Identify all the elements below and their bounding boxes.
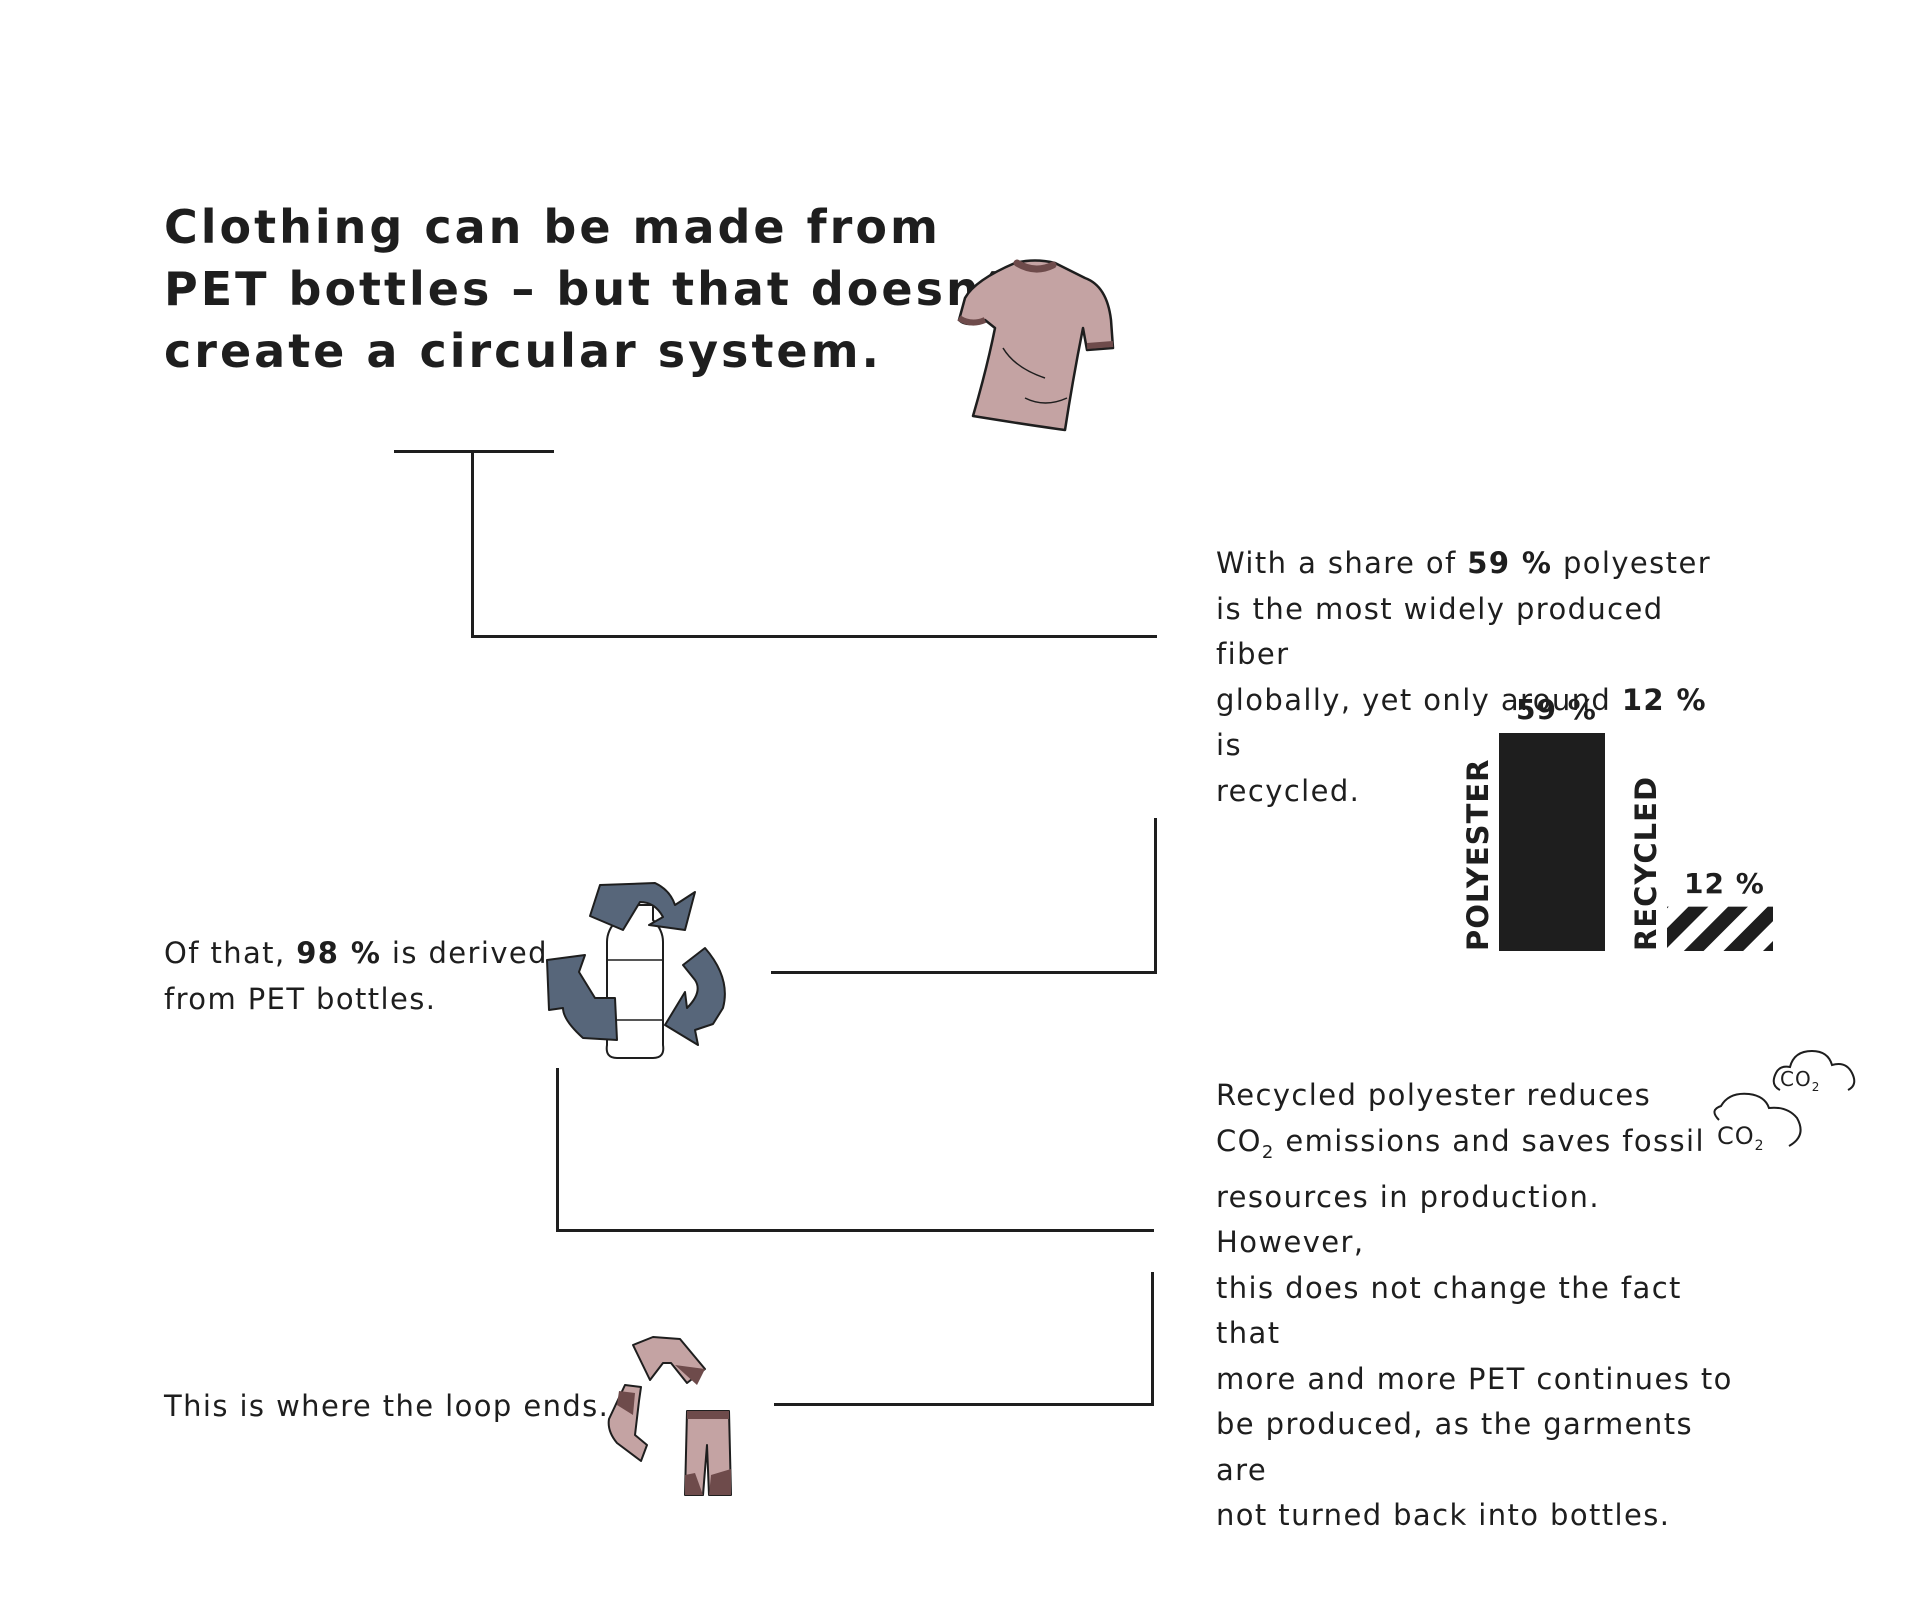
text-fragment: CO	[1780, 1067, 1812, 1091]
recycle-bottle-icon	[546, 882, 726, 1059]
text-line: recycled.	[1216, 773, 1361, 808]
connector-mid-horizontal	[771, 971, 1157, 974]
subscript: 2	[1811, 1080, 1821, 1094]
pet-origin-text: Of that, 98 % is derived from PET bottle…	[164, 931, 564, 1022]
connector-bottom-horizontal	[774, 1403, 1154, 1406]
recycled-polyester-text: Recycled polyester reduces CO2 emissions…	[1216, 1073, 1736, 1539]
loop-ends-text: This is where the loop ends.	[164, 1384, 610, 1430]
co2-cloud-icon: CO2	[1770, 1045, 1858, 1095]
connector-mid-vertical	[1154, 818, 1157, 974]
connector-lower-vertical	[556, 1068, 559, 1232]
co2-label: CO2	[1717, 1122, 1765, 1154]
text-fragment: is	[1216, 728, 1242, 762]
fiber-share-chart: 59 % 12 % POLYESTER RECYCLED	[1440, 680, 1780, 980]
text-fragment: is derived	[381, 936, 548, 970]
bar-polyester	[1499, 733, 1605, 951]
title-line-3: create a circular system.	[164, 324, 883, 378]
text-line: resources in production. However,	[1216, 1179, 1600, 1260]
recycled-share-value: 12 %	[1621, 682, 1707, 717]
text-fragment: globally, yet only around	[1216, 682, 1622, 717]
cloud-outline	[1772, 1049, 1856, 1091]
pet-origin-value: 98 %	[296, 936, 382, 970]
text-line: more and more PET continues to	[1216, 1361, 1733, 1396]
connector-top-vertical	[471, 450, 474, 638]
polyester-share-text: With a share of 59 % polyester is the mo…	[1216, 541, 1736, 814]
text-line: be produced, as the garments are	[1216, 1407, 1693, 1487]
text-line: this does not change the fact that	[1216, 1270, 1682, 1351]
connector-lower-horizontal	[556, 1229, 1154, 1232]
connector-top-horizontal	[471, 635, 1157, 638]
cloud-outline	[1713, 1092, 1802, 1147]
text-line: is the most widely produced fiber	[1216, 591, 1664, 672]
tshirt-icon	[957, 259, 1115, 432]
subscript: 2	[1261, 1141, 1275, 1163]
bar-value-label-polyester: 59 %	[1516, 693, 1597, 726]
text-fragment: emissions and saves fossil	[1274, 1123, 1705, 1158]
page-title: Clothing can be made from PET bottles – …	[164, 196, 1027, 382]
title-line-2: PET bottles – but that doesn‘t	[164, 262, 1028, 316]
bar-plot	[1499, 733, 1773, 951]
polyester-share-value: 59 %	[1467, 546, 1553, 580]
text-line: This is where the loop ends.	[164, 1389, 610, 1423]
connector-top-tick	[394, 450, 554, 453]
co2-label: CO2	[1780, 1067, 1820, 1094]
bar-value-label-recycled: 12 %	[1684, 866, 1765, 900]
title-line-1: Clothing can be made from	[164, 200, 941, 254]
clothing-recycle-icon	[607, 1336, 732, 1496]
text-fragment: CO	[1216, 1123, 1262, 1158]
text-line: not turned back into bottles.	[1216, 1498, 1671, 1533]
text-fragment: Of that,	[164, 936, 297, 970]
text-fragment: polyester	[1552, 546, 1712, 580]
co2-cloud-icon: CO2	[1707, 1090, 1807, 1154]
text-line: Recycled polyester reduces	[1216, 1078, 1652, 1112]
text-line: from PET bottles.	[164, 981, 437, 1016]
bar-recycled	[1667, 906, 1773, 951]
text-fragment: With a share of	[1216, 546, 1468, 580]
text-fragment: CO	[1717, 1122, 1755, 1150]
subscript: 2	[1754, 1137, 1765, 1154]
connector-bottom-vertical	[1151, 1272, 1154, 1406]
